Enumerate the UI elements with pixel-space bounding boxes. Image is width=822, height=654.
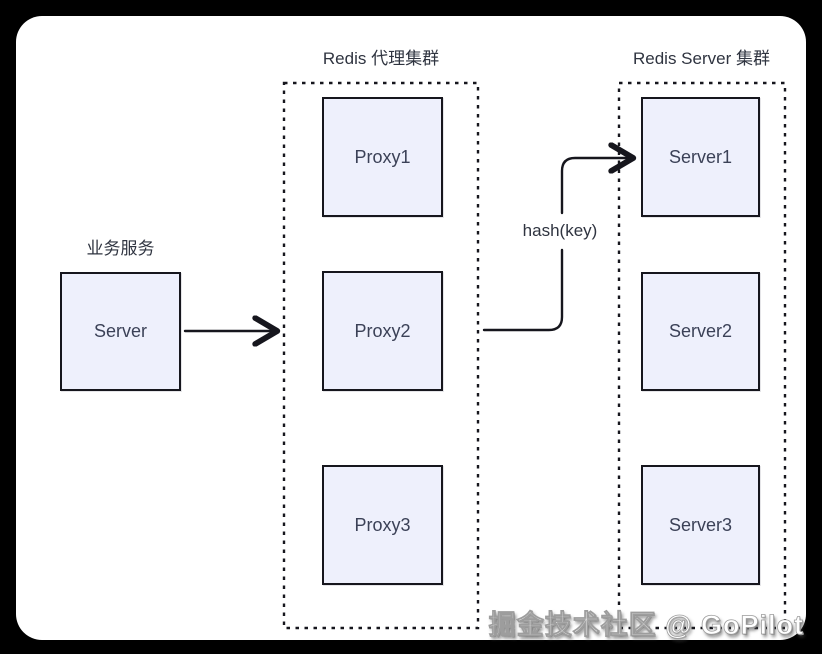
server-cluster-title: Redis Server 集群	[633, 49, 770, 68]
node-proxy2: Proxy2	[322, 271, 443, 391]
node-proxy1: Proxy1	[322, 97, 443, 217]
hash-key-edge-label: hash(key)	[522, 221, 598, 240]
node-server3: Server3	[641, 465, 760, 585]
node-server: Server	[60, 272, 181, 391]
node-proxy3: Proxy3	[322, 465, 443, 585]
proxy-cluster-title: Redis 代理集群	[322, 49, 440, 68]
node-server2: Server2	[641, 272, 760, 391]
node-server1: Server1	[641, 97, 760, 217]
watermark-text: 掘金技术社区 @ GoPilot	[488, 610, 804, 641]
business-service-label: 业务服务	[86, 239, 155, 258]
